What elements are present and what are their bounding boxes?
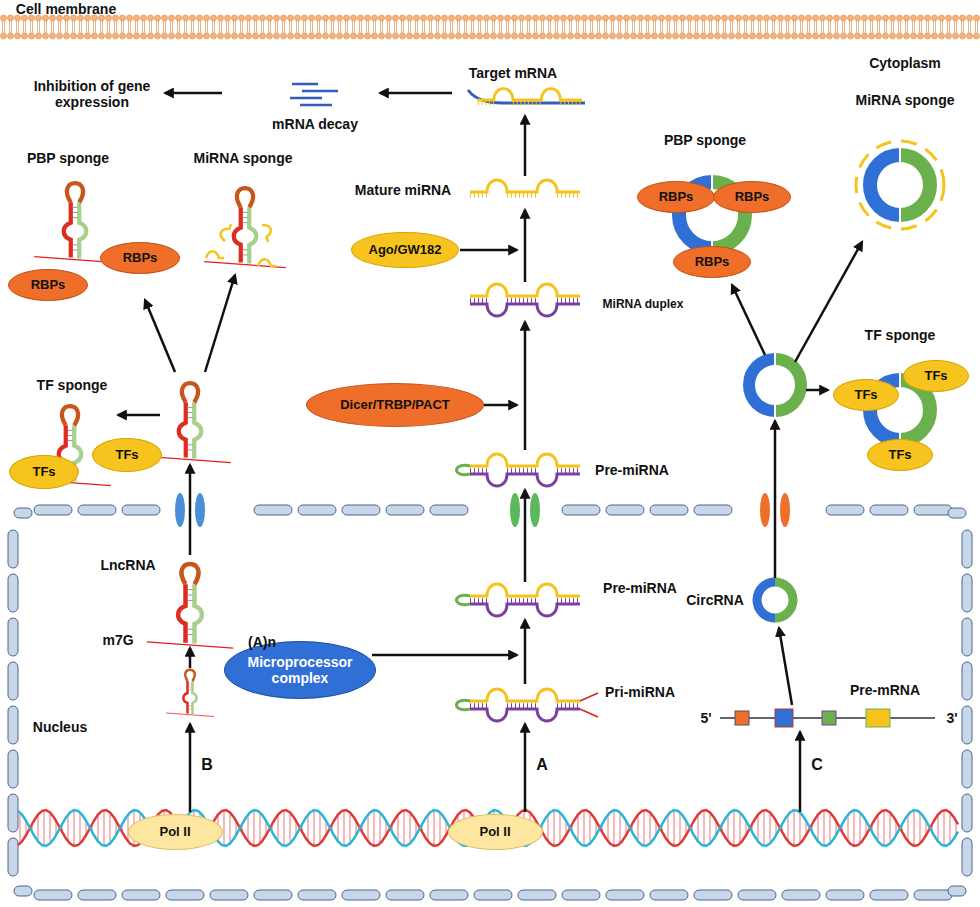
- text-label: Inhibition of gene expression: [30, 78, 155, 110]
- text-label: 5': [700, 710, 711, 726]
- text-label: MiRNA sponge: [193, 150, 292, 166]
- node-text: Pol II: [479, 825, 510, 840]
- ellipse-node: Ago/GW182: [351, 232, 459, 268]
- ellipse-node: RBPs: [8, 269, 88, 301]
- text-label: MiRNA sponge: [855, 92, 954, 108]
- ellipse-node: TFs: [833, 379, 899, 411]
- text-label: MiRNA duplex: [603, 298, 684, 312]
- node-text: Ago/GW182: [369, 243, 442, 258]
- text-label: Pre-miRNA: [595, 462, 669, 478]
- node-text: RBPs: [695, 255, 730, 270]
- node-text: TFs: [888, 448, 911, 463]
- node-text: RBPs: [735, 190, 770, 205]
- text-label: B: [201, 756, 213, 774]
- ellipse-node: RBPs: [713, 181, 791, 213]
- node-text: RBPs: [31, 278, 66, 293]
- text-label: A: [536, 756, 548, 774]
- ellipse-node: Dicer/TRBP/PACT: [306, 383, 484, 427]
- text-label: TF sponge: [865, 327, 936, 343]
- text-label: Pre-mRNA: [850, 682, 920, 698]
- text-label: Nucleus: [33, 719, 87, 735]
- ellipse-node: TFs: [92, 438, 162, 472]
- text-label: (A)n: [248, 634, 276, 650]
- text-label: PBP sponge: [664, 132, 746, 148]
- node-text: TFs: [924, 369, 947, 384]
- node-text: TFs: [115, 448, 138, 463]
- text-label: PBP sponge: [27, 150, 109, 166]
- ellipse-node: Microprocessor complex: [224, 641, 376, 699]
- node-text: Dicer/TRBP/PACT: [340, 398, 450, 413]
- node-text: Microprocessor complex: [237, 654, 363, 686]
- node-text: TFs: [32, 465, 55, 480]
- ellipse-node: TFs: [903, 360, 969, 392]
- text-label: Cell membrane: [16, 1, 116, 17]
- node-text: RBPs: [123, 251, 158, 266]
- text-label: C: [811, 756, 823, 774]
- text-label: CircRNA: [686, 592, 744, 608]
- ellipse-node: TFs: [867, 439, 933, 471]
- ellipse-node: RBPs: [637, 181, 715, 213]
- node-text: RBPs: [659, 190, 694, 205]
- text-label: mRNA decay: [272, 116, 358, 132]
- text-label: Pre-miRNA: [603, 580, 677, 596]
- text-label: m7G: [102, 632, 133, 648]
- text-label: TF sponge: [37, 377, 108, 393]
- text-label: Target mRNA: [469, 65, 557, 81]
- ellipse-node: Pol II: [448, 814, 543, 850]
- node-text: TFs: [854, 388, 877, 403]
- text-label: Mature miRNA: [355, 182, 451, 198]
- text-label: Cytoplasm: [869, 55, 941, 71]
- node-text: Pol II: [159, 825, 190, 840]
- text-label: LncRNA: [100, 557, 155, 573]
- ellipse-node: RBPs: [673, 246, 751, 278]
- ellipse-node: Pol II: [128, 814, 223, 850]
- text-label: Pri-miRNA: [605, 684, 675, 700]
- ellipse-node: TFs: [9, 455, 79, 489]
- text-label: 3': [946, 710, 957, 726]
- ellipse-node: RBPs: [100, 242, 180, 274]
